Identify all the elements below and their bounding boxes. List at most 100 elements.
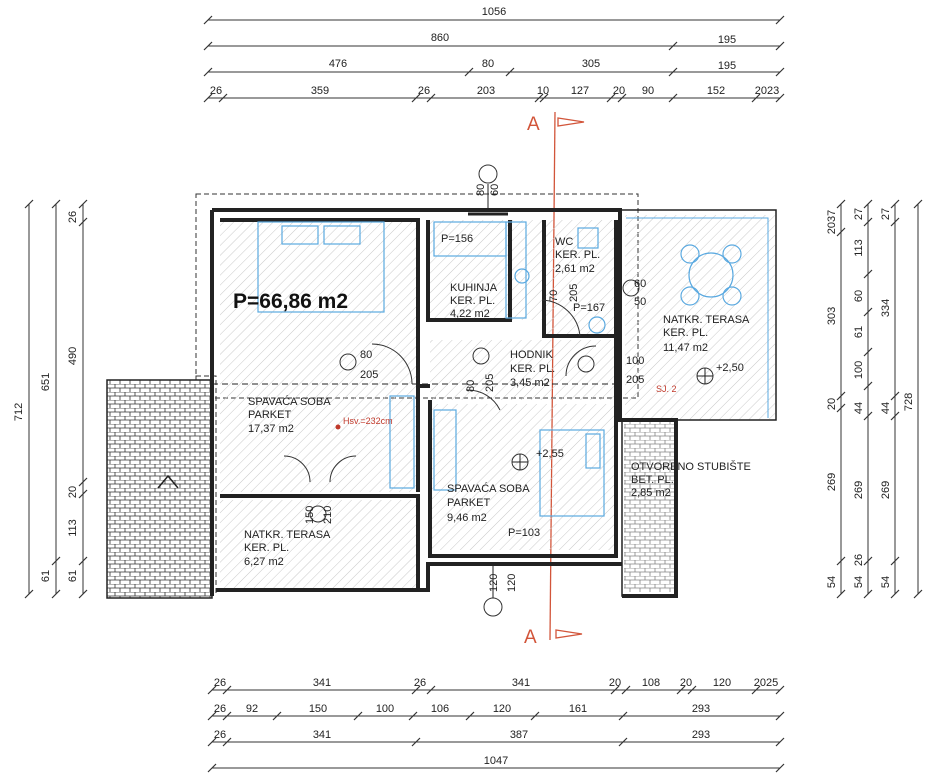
- dim-top-total: 1056: [482, 6, 506, 18]
- dim-left: 20: [67, 486, 79, 498]
- dim-bottom: 293: [692, 703, 710, 715]
- terrace-left-floor: KER. PL.: [244, 542, 289, 554]
- opening-marker-icon: [309, 505, 327, 523]
- stairs-area: 2,85 m2: [631, 487, 671, 499]
- bedroom1-area: 17,37 m2: [248, 423, 294, 435]
- stair-arrow-icon: [157, 474, 179, 489]
- kitchen-area: 4,22 m2: [450, 308, 490, 320]
- sink-icon: [514, 268, 530, 284]
- dim-right: 27: [853, 208, 865, 220]
- opening-marker-icon: [339, 353, 357, 371]
- dim-right: 54: [880, 576, 892, 588]
- dim-bottom: 341: [313, 729, 331, 741]
- dim-bottom: 341: [512, 677, 530, 689]
- stairs-floor: BET. PL.: [631, 474, 674, 486]
- dim-right: 269: [826, 473, 838, 491]
- dim-bottom: 106: [431, 703, 449, 715]
- dim-right: 26: [853, 554, 865, 566]
- dim-top: 195: [718, 34, 736, 46]
- dim-left: 113: [67, 519, 79, 537]
- dim-bottom: 293: [692, 729, 710, 741]
- dim-top: 80: [482, 58, 494, 70]
- dim-right: 269: [853, 481, 865, 499]
- kitchen-floor: KER. PL.: [450, 295, 495, 307]
- dim-top: 860: [431, 32, 449, 44]
- dim-right: 303: [826, 307, 838, 325]
- floor-hatch: [220, 215, 775, 592]
- stone-stairs: [106, 379, 213, 599]
- bedroom2-area: 9,46 m2: [447, 512, 487, 524]
- dim-bottom: 120: [713, 677, 731, 689]
- dim-bottom: 26: [214, 677, 226, 689]
- dim-bottom: 92: [246, 703, 258, 715]
- bedroom2-p: P=103: [508, 527, 540, 539]
- opening-dim: 100: [626, 355, 644, 367]
- opening-marker-icon: [483, 597, 503, 617]
- dim-top: 305: [582, 58, 600, 70]
- section-arrow-icon: [557, 117, 585, 127]
- terrace-right-name: NATKR. TERASA: [663, 314, 750, 326]
- dim-top: 203: [477, 85, 495, 97]
- stairs-name: OTVORENO STUBIŠTE: [631, 460, 751, 473]
- dim-right: 269: [880, 481, 892, 499]
- dim-bottom-total: 1047: [484, 755, 508, 767]
- opening-dim: 120: [488, 574, 500, 592]
- dim-right: 20: [826, 398, 838, 410]
- washbasin-icon: [588, 316, 606, 334]
- wc-p: P=167: [573, 302, 605, 314]
- opening-dim: 70: [548, 290, 560, 302]
- opening-dim: 80: [465, 380, 477, 392]
- dim-top: 127: [571, 85, 589, 97]
- bedroom1-name: SPAVAĆA SOBA: [248, 395, 331, 408]
- doors: [283, 164, 597, 617]
- dim-right: 334: [880, 299, 892, 317]
- dim-bottom: 2025: [754, 677, 778, 689]
- dim-bottom: 150: [309, 703, 327, 715]
- bottom-dimensions: 26 341 26 341 20 108 20 120 2025 26 92 1…: [207, 677, 785, 773]
- total-area: P=66,86 m2: [233, 290, 348, 313]
- hall-area: 3,45 m2: [510, 377, 550, 389]
- wardrobe-icon: [389, 395, 415, 489]
- double-bed-icon: [257, 221, 385, 313]
- kitchen-p: P=156: [441, 233, 473, 245]
- dim-top: 359: [311, 85, 329, 97]
- dim-top: 26: [210, 85, 222, 97]
- terrace-left-area: 6,27 m2: [244, 556, 284, 568]
- wc-name: WC: [555, 236, 573, 248]
- dim-bottom: 387: [510, 729, 528, 741]
- opening-dim: 150: [304, 506, 316, 524]
- sj-label: SJ. 2: [656, 384, 677, 394]
- room-labels: P=156 KUHINJA KER. PL. 4,22 m2 WC KER. P…: [244, 233, 751, 568]
- dim-top: 152: [707, 85, 725, 97]
- walls: [210, 208, 777, 598]
- dim-bottom: 20: [609, 677, 621, 689]
- dim-bottom: 26: [214, 703, 226, 715]
- dim-right: 61: [853, 326, 865, 338]
- kitchen-name: KUHINJA: [450, 282, 498, 294]
- opening-dim: 120: [506, 574, 518, 592]
- bedroom2-floor: PARKET: [447, 497, 490, 509]
- dim-left: 61: [67, 570, 79, 582]
- furniture: [257, 221, 742, 517]
- table-icon: [688, 252, 734, 298]
- opening-dim: 80: [360, 349, 372, 361]
- opening-markers: [309, 279, 714, 523]
- dim-right: 100: [853, 361, 865, 379]
- opening-marker-icon: [472, 347, 490, 365]
- wardrobe-icon: [433, 409, 457, 491]
- right-dimensions: 2037 303 20 269 54 27 113 60 61 100 44 2…: [826, 199, 923, 599]
- opening-dim: 205: [484, 374, 496, 392]
- opening-dim: 60: [489, 184, 501, 196]
- opening-dimensions: 80 60 80 205 70 205 60 50 80 205 100 205…: [304, 184, 646, 592]
- bedroom1-hsv: Hsv.=232cm: [343, 416, 393, 426]
- bedroom2-name: SPAVAĆA SOBA: [447, 482, 530, 495]
- terrace-right-floor: KER. PL.: [663, 327, 708, 339]
- dim-left: 61: [40, 570, 52, 582]
- opening-dim: 210: [322, 506, 334, 524]
- dim-top: 2023: [755, 85, 779, 97]
- bedroom1-floor: PARKET: [248, 409, 291, 421]
- height-marker-icon: [335, 424, 341, 430]
- dim-bottom: 120: [493, 703, 511, 715]
- dim-bottom: 20: [680, 677, 692, 689]
